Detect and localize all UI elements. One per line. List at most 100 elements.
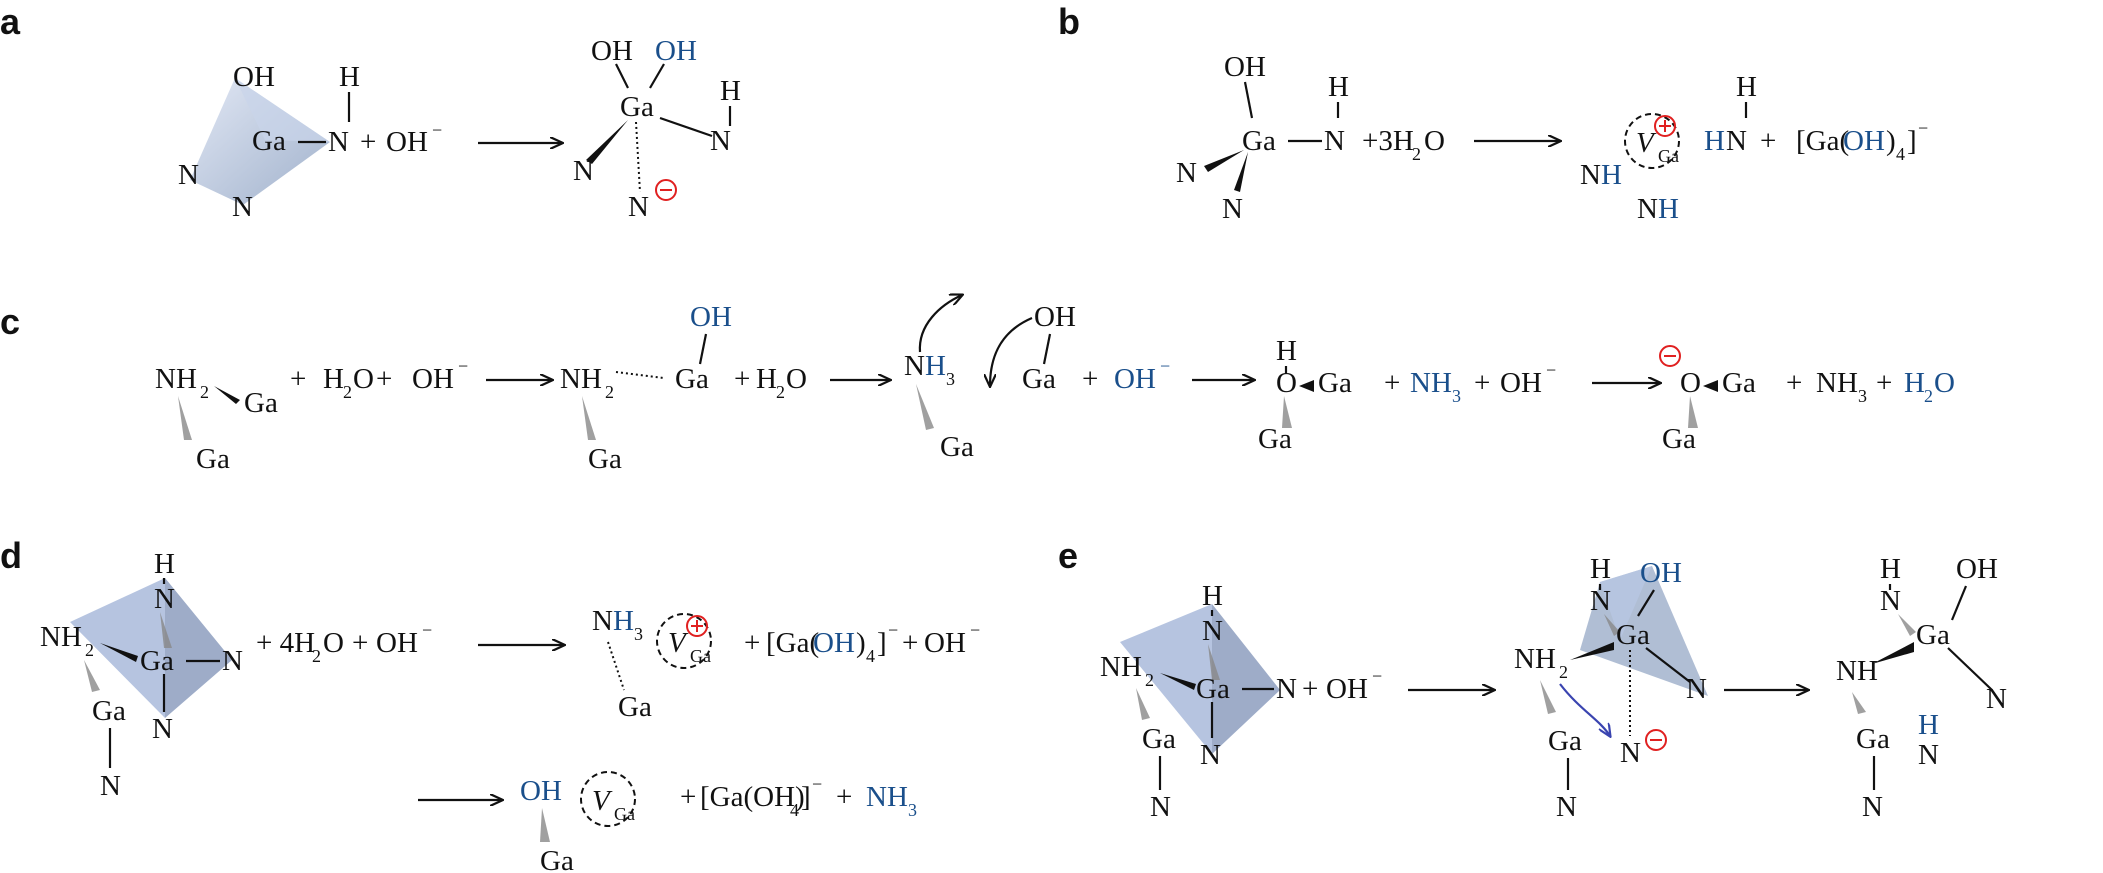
svg-text:N: N — [1556, 791, 1577, 823]
svg-text:N: N — [904, 350, 925, 382]
svg-text:Ga: Ga — [1616, 619, 1650, 651]
svg-text:N: N — [710, 125, 731, 157]
svg-text:H: H — [323, 363, 344, 395]
svg-text:[Ga(: [Ga( — [766, 627, 819, 659]
svg-text:N: N — [1986, 683, 2007, 715]
svg-text:OH: OH — [1224, 51, 1266, 83]
panel-label-b: b — [1058, 1, 1080, 42]
svg-text:OH: OH — [1326, 673, 1368, 705]
svg-text:2: 2 — [85, 640, 94, 660]
svg-text:2: 2 — [1412, 144, 1421, 164]
svg-text:+: + — [680, 781, 696, 813]
svg-text:Ga: Ga — [252, 125, 286, 157]
svg-text:H: H — [154, 548, 175, 580]
svg-text:]: ] — [801, 781, 811, 813]
svg-text:N: N — [328, 126, 349, 158]
svg-text:NH: NH — [560, 363, 602, 395]
panel-label-c: c — [0, 301, 20, 342]
svg-text:H: H — [1202, 580, 1223, 612]
svg-text:OH: OH — [412, 363, 454, 395]
svg-text:H: H — [1601, 159, 1622, 191]
svg-text:Ga: Ga — [618, 691, 652, 723]
svg-text:H: H — [1880, 553, 1901, 585]
svg-text:+: + — [1474, 367, 1490, 399]
svg-text:4: 4 — [790, 800, 799, 820]
svg-text:Ga: Ga — [1196, 673, 1230, 705]
svg-text:H: H — [1904, 367, 1925, 399]
svg-text:N: N — [232, 191, 253, 223]
panel-label-a: a — [0, 1, 21, 42]
svg-text:+: + — [1302, 673, 1318, 705]
svg-text:3: 3 — [634, 624, 643, 644]
svg-text:H: H — [756, 363, 777, 395]
svg-text:H: H — [1328, 71, 1349, 103]
svg-text:+: + — [836, 781, 852, 813]
svg-text:Ga: Ga — [1258, 423, 1292, 455]
svg-text:2: 2 — [605, 382, 614, 402]
svg-text:N: N — [1726, 125, 1747, 157]
svg-text:H: H — [1590, 553, 1611, 585]
svg-text:H: H — [720, 75, 741, 107]
svg-text:Ga: Ga — [1916, 619, 1950, 651]
svg-text:NH: NH — [1836, 655, 1878, 687]
svg-text:N: N — [1686, 673, 1707, 705]
svg-text:+: + — [376, 363, 392, 395]
svg-text:N: N — [1862, 791, 1883, 823]
svg-text:]: ] — [877, 627, 887, 659]
svg-text:+: + — [1384, 367, 1400, 399]
svg-text:]: ] — [1907, 125, 1917, 157]
svg-text:OH: OH — [655, 35, 697, 67]
svg-text:N: N — [1620, 737, 1641, 769]
svg-text:Ga: Ga — [196, 443, 230, 475]
svg-text:+: + — [1876, 367, 1892, 399]
panel-d: H N NH 2 Ga N N Ga N + 4H 2 O + OH − N H… — [40, 548, 980, 873]
svg-text:Ga: Ga — [1658, 146, 1679, 166]
svg-text:Ga: Ga — [1318, 367, 1352, 399]
svg-text:+: + — [360, 126, 376, 158]
svg-text:H: H — [887, 781, 908, 813]
svg-text:+: + — [352, 627, 368, 659]
svg-text:+: + — [1082, 363, 1098, 395]
svg-text:NH: NH — [155, 363, 197, 395]
svg-text:N: N — [100, 770, 121, 802]
svg-text:N: N — [1222, 193, 1243, 225]
panel-label-e: e — [1058, 535, 1078, 576]
svg-text:OH: OH — [376, 627, 418, 659]
svg-text:N: N — [1176, 157, 1197, 189]
svg-text:2: 2 — [1559, 662, 1568, 682]
svg-text:H: H — [1276, 335, 1297, 367]
svg-text:4: 4 — [1896, 144, 1905, 164]
svg-text:OH: OH — [690, 301, 732, 333]
svg-text:2: 2 — [1145, 670, 1154, 690]
svg-text:Ga: Ga — [1022, 363, 1056, 395]
svg-text:Ga: Ga — [614, 804, 635, 824]
svg-text:N: N — [1918, 739, 1939, 771]
svg-text:N: N — [1202, 615, 1223, 647]
svg-text:OH: OH — [1500, 367, 1542, 399]
svg-text:O: O — [323, 627, 344, 659]
svg-text:+: + — [744, 627, 760, 659]
svg-text:−: − — [970, 620, 980, 640]
svg-text:+: + — [1786, 367, 1802, 399]
svg-text:+ 4H: + 4H — [256, 627, 315, 659]
polyhedron-a — [190, 78, 330, 205]
svg-text:O: O — [1934, 367, 1955, 399]
panel-a: OH H Ga N + OH − N N OH OH H Ga N N N — [178, 35, 741, 223]
svg-text:2: 2 — [776, 382, 785, 402]
svg-text:Ga: Ga — [92, 695, 126, 727]
svg-text:2: 2 — [343, 382, 352, 402]
svg-text:−: − — [1160, 356, 1170, 376]
svg-text:V: V — [1636, 127, 1657, 159]
svg-text:N: N — [1816, 367, 1837, 399]
svg-text:Ga: Ga — [1142, 723, 1176, 755]
panel-e: H N NH 2 Ga N N Ga N + OH − H N OH Ga N … — [1100, 553, 2007, 823]
svg-text:−: − — [1372, 666, 1382, 686]
svg-text:Ga: Ga — [140, 645, 174, 677]
svg-text:OH: OH — [1034, 301, 1076, 333]
panel-b: OH H Ga N N N +3H 2 O V Ga H H N + [Ga( … — [1176, 51, 1928, 225]
svg-text:Ga: Ga — [540, 845, 574, 873]
svg-text:N: N — [152, 713, 173, 745]
svg-text:N: N — [1410, 367, 1431, 399]
svg-text:Ga: Ga — [675, 363, 709, 395]
